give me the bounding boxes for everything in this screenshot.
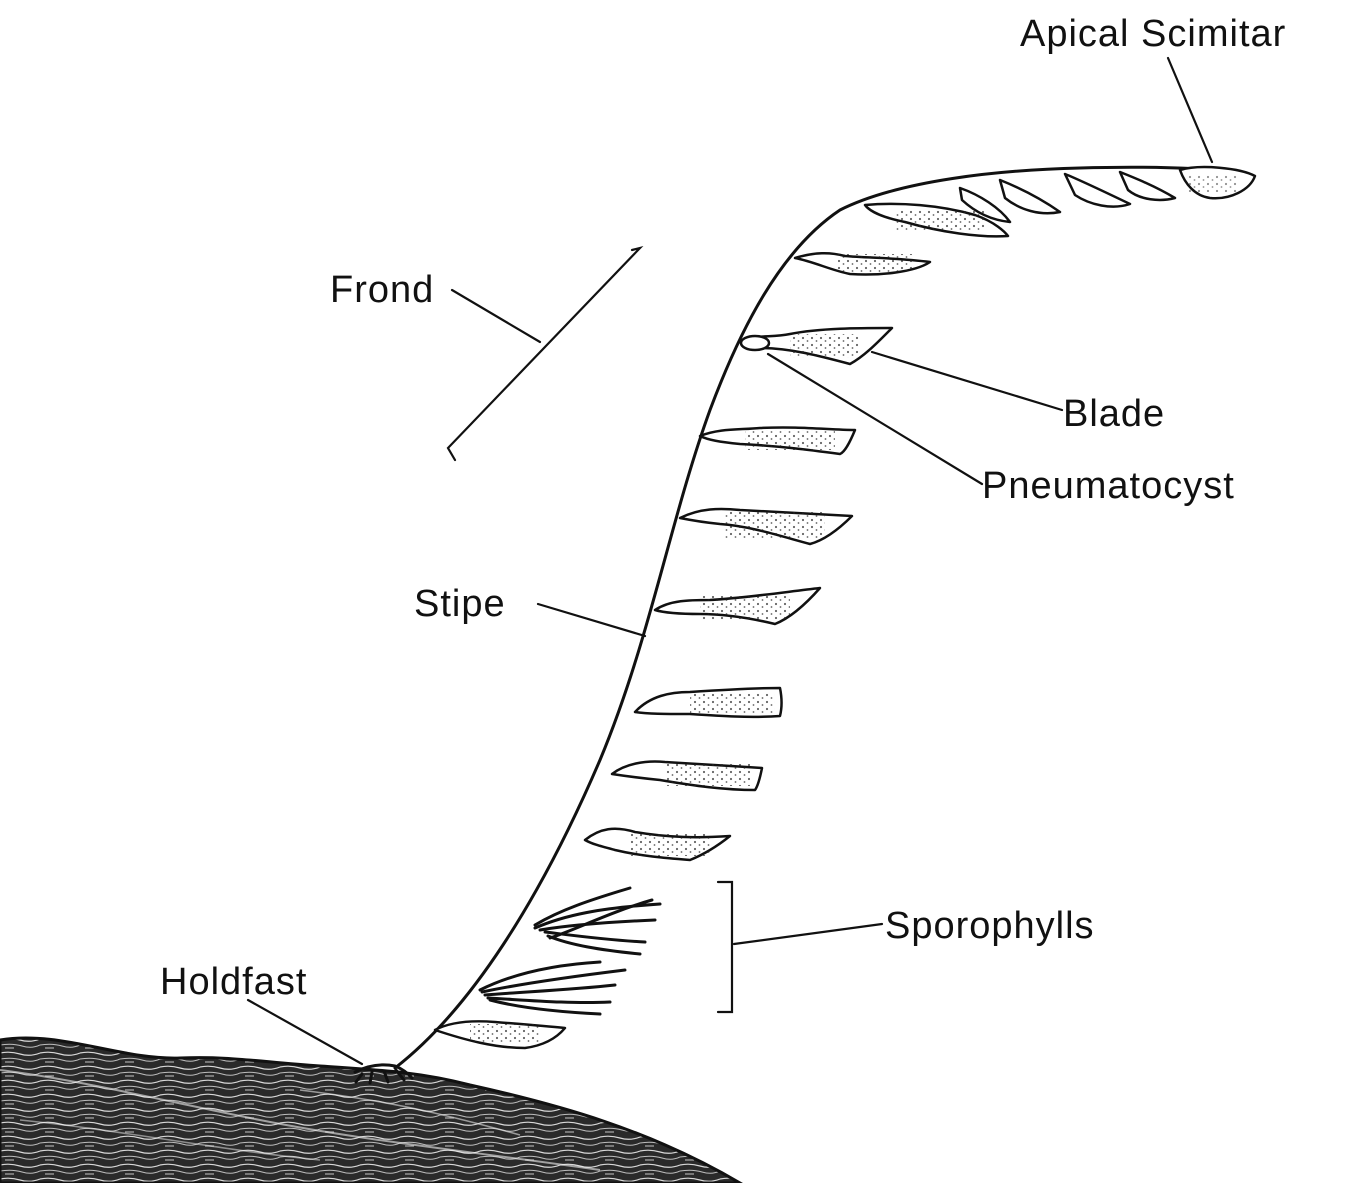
label-pneumatocyst: Pneumatocyst xyxy=(982,465,1235,507)
apical-scimitar-leader xyxy=(1168,58,1212,162)
holdfast-leader xyxy=(248,1000,362,1064)
label-apical-scimitar: Apical Scimitar xyxy=(1020,13,1286,55)
label-sporophylls: Sporophylls xyxy=(885,905,1095,947)
label-stipe: Stipe xyxy=(414,583,506,625)
label-holdfast: Holdfast xyxy=(160,961,307,1003)
blades-group xyxy=(435,167,1255,1048)
sporophylls-group xyxy=(480,888,660,1014)
blade-leader xyxy=(872,352,1062,410)
sporophylls-bracket xyxy=(718,882,732,1012)
label-blade: Blade xyxy=(1063,393,1165,435)
label-frond: Frond xyxy=(330,269,434,311)
pneumatocyst-leader xyxy=(768,354,982,484)
frond-leader xyxy=(452,290,540,342)
frond-bracket xyxy=(448,248,640,460)
rock-substrate xyxy=(0,1038,740,1183)
stipe-leader xyxy=(538,604,645,636)
sporophylls-leader xyxy=(734,924,882,944)
